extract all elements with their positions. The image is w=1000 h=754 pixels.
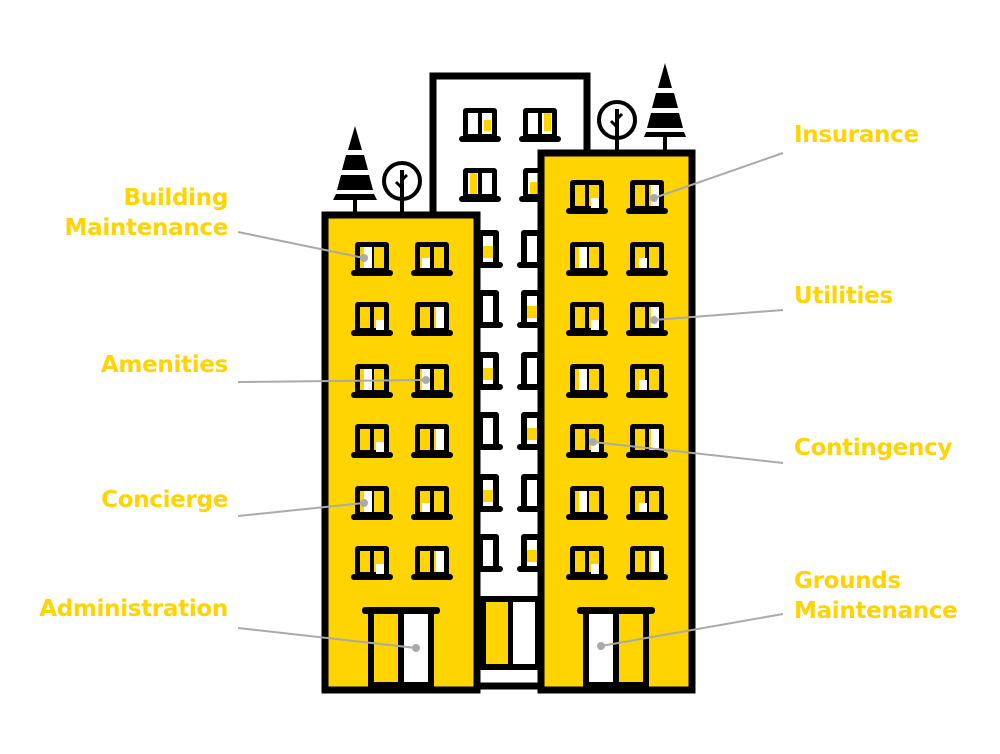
window (566, 364, 608, 398)
right-tower (537, 149, 696, 694)
window (411, 242, 453, 276)
dot-insurance (650, 194, 658, 202)
center-window (459, 108, 501, 142)
window (566, 546, 608, 580)
window (411, 546, 453, 580)
dot-concierge (360, 499, 368, 507)
window (351, 486, 393, 520)
dot-amenities (422, 376, 430, 384)
dot-administration (412, 644, 420, 652)
label-grounds-maintenance: Grounds Maintenance (794, 568, 958, 624)
window (566, 302, 608, 336)
leader-utilities (653, 309, 784, 321)
window (351, 242, 393, 276)
left-round-tree (382, 161, 422, 212)
window (351, 424, 393, 458)
leader-insurance (653, 152, 784, 199)
left-door (362, 607, 440, 688)
label-utilities: Utilities (794, 283, 893, 309)
window (411, 424, 453, 458)
left-tower (321, 211, 481, 694)
window (351, 546, 393, 580)
window (626, 546, 668, 580)
window (626, 180, 668, 214)
right-round-tree (597, 100, 637, 150)
dot-grounds-maintenance (597, 642, 605, 650)
window (626, 486, 668, 520)
label-contingency: Contingency (794, 435, 953, 461)
window (566, 424, 608, 458)
center-window (519, 168, 561, 202)
window (566, 180, 608, 214)
label-concierge: Concierge (101, 487, 228, 513)
window (626, 424, 668, 458)
leader-lines (237, 152, 784, 649)
right-cone-tree (644, 63, 686, 150)
window (566, 242, 608, 276)
window (566, 486, 608, 520)
leader-concierge (237, 502, 365, 517)
window (411, 302, 453, 336)
center-entrance (480, 596, 540, 670)
center-window (519, 108, 561, 142)
window (351, 302, 393, 336)
leader-building-maintenance (237, 231, 365, 259)
leader-grounds-maintenance (600, 613, 784, 647)
window (626, 242, 668, 276)
window (351, 364, 393, 398)
dot-building-maintenance (360, 254, 368, 262)
dot-utilities (650, 316, 658, 324)
left-cone-tree (333, 126, 377, 212)
right-door (577, 607, 655, 688)
leader-contingency (592, 441, 784, 464)
label-amenities: Amenities (100, 352, 228, 378)
leader-amenities (237, 379, 427, 383)
leader-dots (360, 194, 658, 652)
label-administration: Administration (39, 596, 228, 622)
center-window (459, 168, 501, 202)
leader-administration (237, 627, 417, 649)
label-building-maintenance: Building Maintenance (64, 185, 229, 241)
window (411, 486, 453, 520)
window (626, 364, 668, 398)
dot-contingency (589, 438, 597, 446)
label-insurance: Insurance (794, 122, 919, 148)
